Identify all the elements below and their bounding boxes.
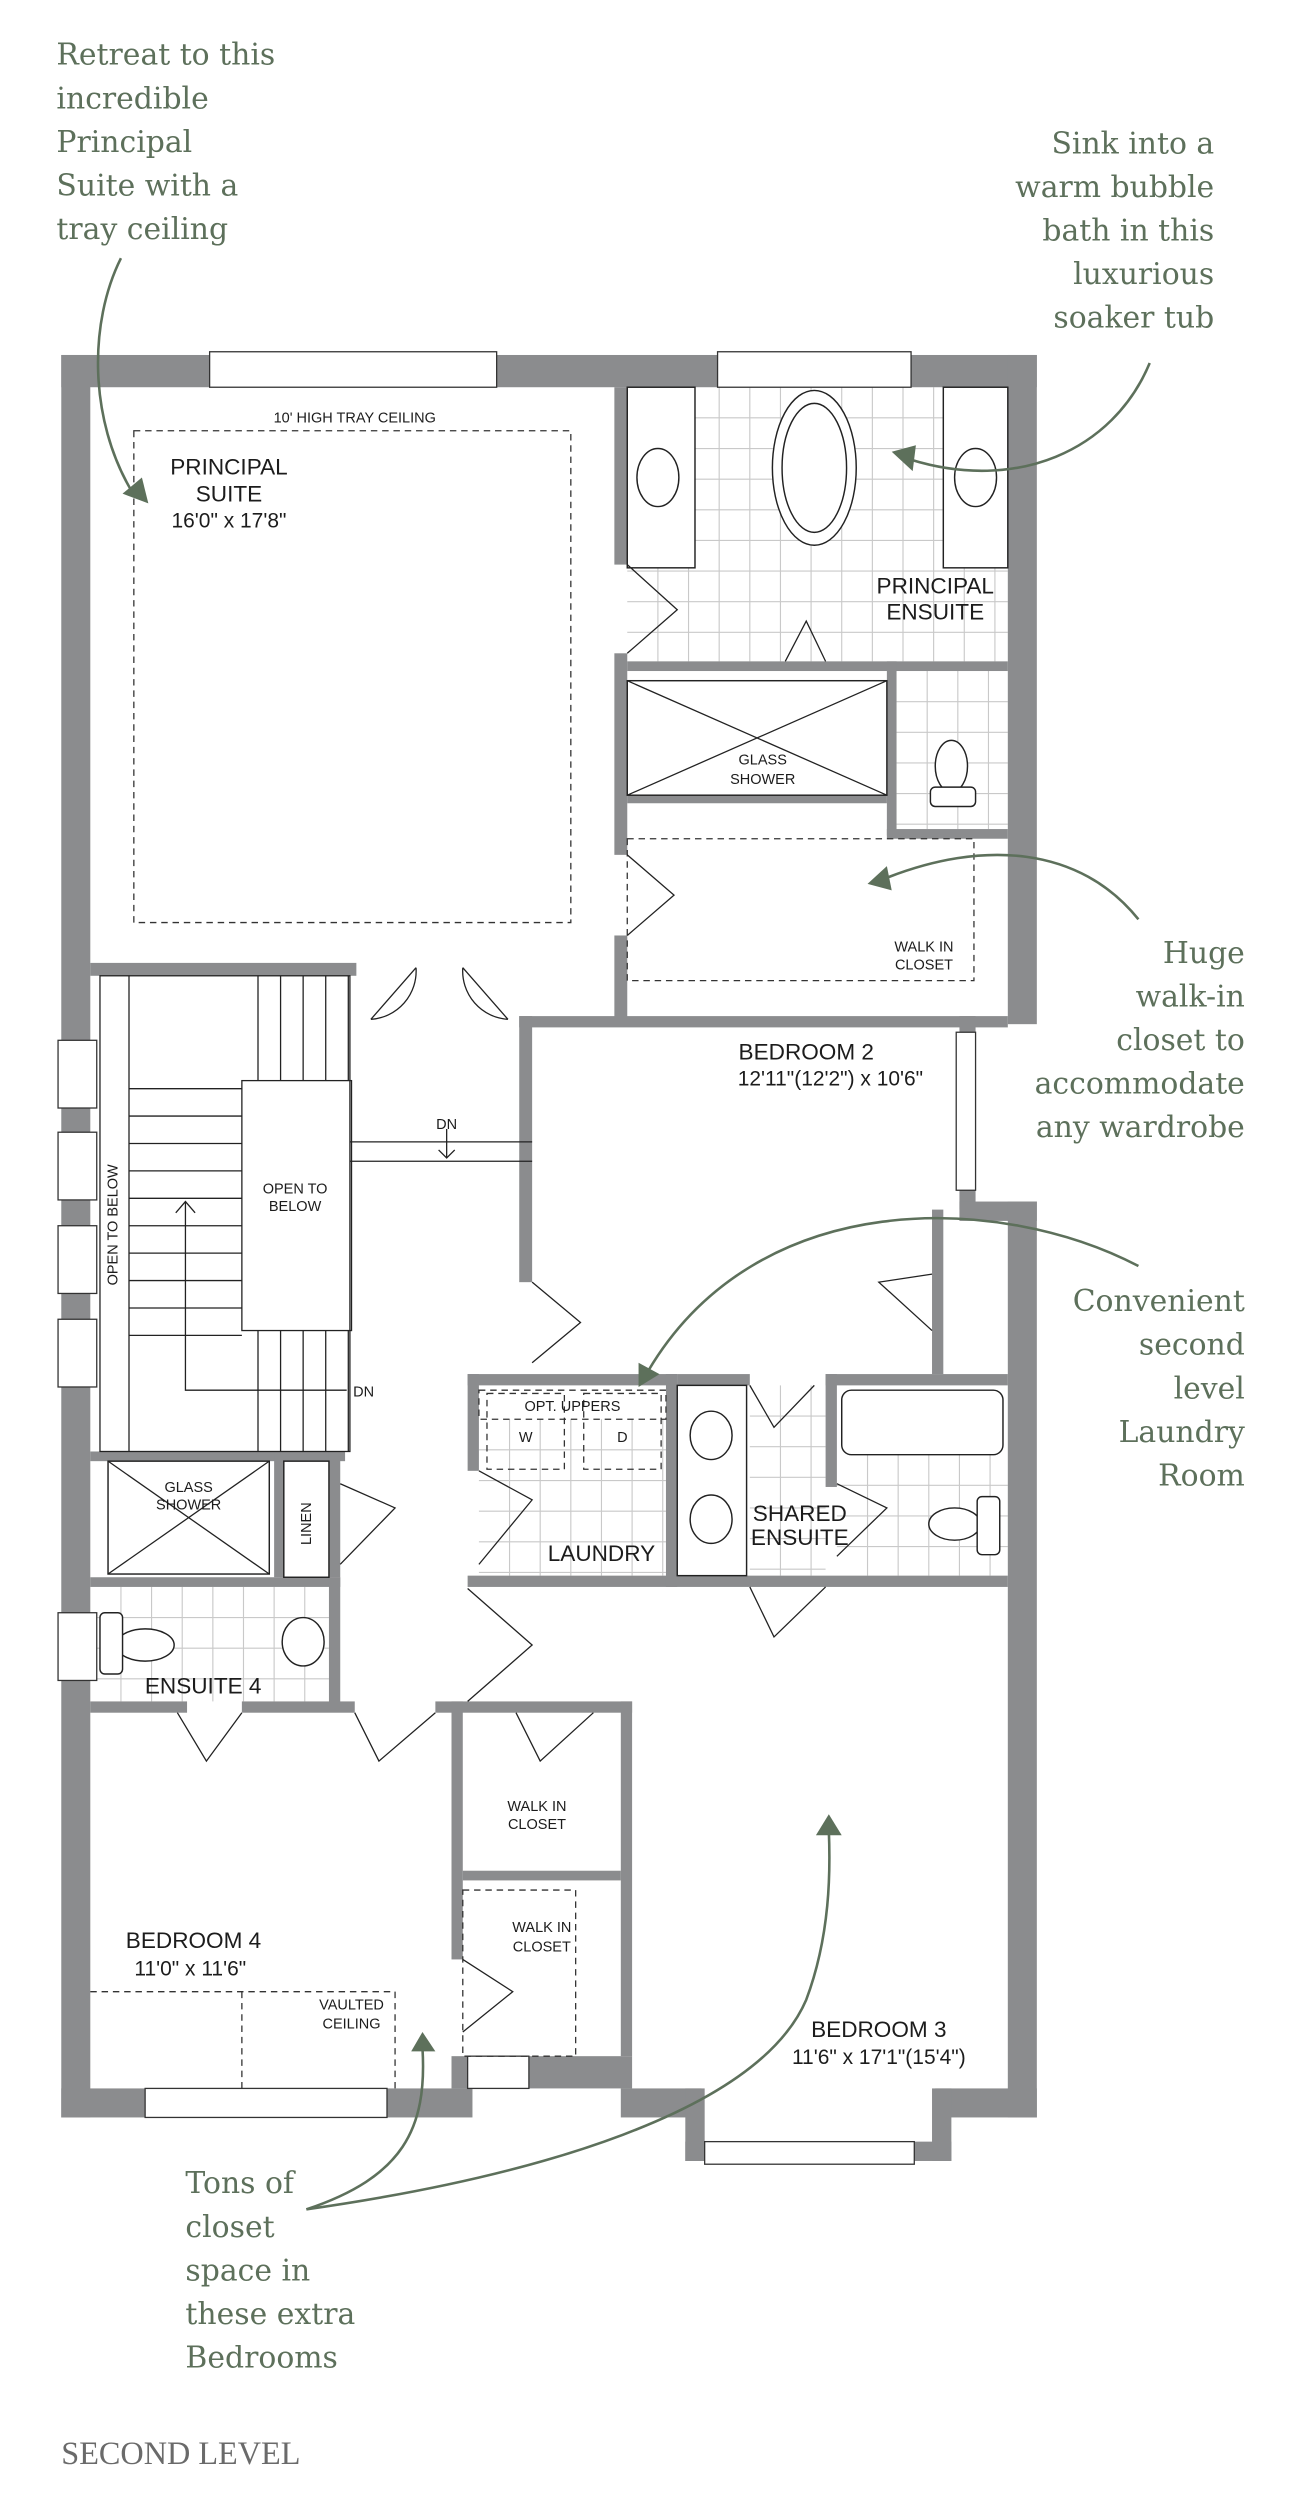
level-label: SECOND LEVEL xyxy=(61,2435,300,2471)
opt-uppers-label: OPT. UPPERS xyxy=(524,1399,620,1415)
svg-text:Retreat to this: Retreat to this xyxy=(56,38,275,73)
shared-ensuite-label: SHARED xyxy=(753,1501,847,1526)
svg-text:Principal: Principal xyxy=(56,125,192,160)
svg-text:incredible: incredible xyxy=(56,81,208,116)
walk-in-closet-3-label-2: CLOSET xyxy=(513,1939,571,1955)
washer-label: W xyxy=(519,1430,533,1446)
laundry-label: LAUNDRY xyxy=(548,1541,655,1566)
principal-ensuite-label: PRINCIPAL xyxy=(877,574,994,599)
walk-in-closet-label-2: CLOSET xyxy=(895,957,953,973)
svg-text:closet to: closet to xyxy=(1116,1023,1245,1058)
svg-text:level: level xyxy=(1174,1371,1245,1406)
svg-text:Convenient: Convenient xyxy=(1073,1284,1245,1319)
svg-text:space in: space in xyxy=(185,2253,310,2288)
walk-in-closet-2-label-2: CLOSET xyxy=(508,1817,566,1833)
svg-text:tray ceiling: tray ceiling xyxy=(56,212,228,247)
svg-text:luxurious: luxurious xyxy=(1073,257,1214,292)
svg-text:Bedrooms: Bedrooms xyxy=(185,2340,337,2375)
annotation-laundry: Convenient second level Laundry Room xyxy=(638,1216,1245,1493)
arrow-head-icon xyxy=(638,1362,660,1387)
bedroom4-dims: 11'0" x 11'6" xyxy=(134,1958,246,1981)
svg-text:soaker tub: soaker tub xyxy=(1053,301,1214,336)
arrow-head-icon xyxy=(867,866,892,891)
arrow-head-icon xyxy=(891,445,916,472)
svg-text:bath in this: bath in this xyxy=(1042,213,1214,248)
open-to-below-label: OPEN TO xyxy=(263,1181,328,1197)
arrow-head-icon xyxy=(411,2031,436,2052)
glass-shower-label-2: SHOWER xyxy=(730,772,795,788)
svg-text:walk-in: walk-in xyxy=(1136,979,1245,1014)
dryer-label: D xyxy=(617,1430,627,1446)
bedroom2-label: BEDROOM 2 xyxy=(739,1040,874,1065)
windows xyxy=(57,351,977,2165)
dn-label-2: DN xyxy=(353,1385,374,1401)
dn-label-1: DN xyxy=(436,1117,457,1133)
shared-ensuite-label-2: ENSUITE xyxy=(751,1525,849,1550)
svg-text:Suite with a: Suite with a xyxy=(56,168,238,203)
svg-text:warm bubble: warm bubble xyxy=(1015,170,1214,205)
principal-suite-label: PRINCIPAL xyxy=(170,454,287,479)
principal-ensuite-label-2: ENSUITE xyxy=(886,599,984,624)
annotation-closets: Tons of closet space in these extra Bedr… xyxy=(185,1814,842,2375)
glass-shower-2-label: GLASS xyxy=(164,1480,212,1496)
ensuite4-label: ENSUITE 4 xyxy=(145,1673,262,1698)
walk-in-closet-3-label: WALK IN xyxy=(512,1920,571,1936)
svg-text:any wardrobe: any wardrobe xyxy=(1036,1110,1245,1145)
principal-suite-label-2: SUITE xyxy=(196,482,262,507)
annotation-principal-suite: Retreat to this incredible Principal Sui… xyxy=(56,38,275,504)
fixtures xyxy=(90,386,1009,2089)
glass-shower-label: GLASS xyxy=(739,753,787,769)
bedroom4-label: BEDROOM 4 xyxy=(126,1928,261,1953)
bedroom2-dims: 12'11"(12'2") x 10'6" xyxy=(738,1067,923,1090)
svg-text:Huge: Huge xyxy=(1163,936,1245,971)
walk-in-closet-label: WALK IN xyxy=(894,940,953,956)
svg-text:Laundry: Laundry xyxy=(1119,1415,1245,1450)
arrow-head-icon xyxy=(815,1814,842,1836)
svg-text:Sink into a: Sink into a xyxy=(1052,126,1215,161)
glass-shower-2-label-2: SHOWER xyxy=(156,1498,221,1514)
open-to-below-label-2: BELOW xyxy=(269,1199,322,1215)
svg-text:second: second xyxy=(1139,1328,1245,1363)
svg-text:accommodate: accommodate xyxy=(1035,1067,1245,1102)
tray-ceiling-label: 10' HIGH TRAY CEILING xyxy=(274,411,436,427)
vaulted-ceiling-label-2: CEILING xyxy=(323,2017,381,2033)
svg-text:Room: Room xyxy=(1158,1458,1245,1493)
open-to-below-vertical-label: OPEN TO BELOW xyxy=(106,1164,122,1285)
svg-text:closet: closet xyxy=(185,2210,274,2245)
annotation-soaker-tub: Sink into a warm bubble bath in this lux… xyxy=(891,126,1215,473)
svg-text:these extra: these extra xyxy=(185,2297,355,2332)
svg-text:Tons of: Tons of xyxy=(185,2166,295,2201)
principal-suite-dims: 16'0" x 17'8" xyxy=(172,510,287,533)
annotation-walk-in-closet: Huge walk-in closet to accommodate any w… xyxy=(867,853,1245,1145)
staircase[interactable] xyxy=(99,975,533,1453)
interior-walls xyxy=(90,387,1008,2057)
doors[interactable] xyxy=(176,564,933,2033)
bedroom3-dims: 11'6" x 17'1"(15'4") xyxy=(792,2046,966,2069)
vaulted-ceiling-label: VAULTED xyxy=(319,1997,384,2013)
linen-label: LINEN xyxy=(299,1502,315,1545)
arrow-head-icon xyxy=(122,477,149,504)
walk-in-closet-2-label: WALK IN xyxy=(507,1799,566,1815)
bedroom3-label: BEDROOM 3 xyxy=(811,2017,946,2042)
exterior-walls xyxy=(61,354,1037,2161)
